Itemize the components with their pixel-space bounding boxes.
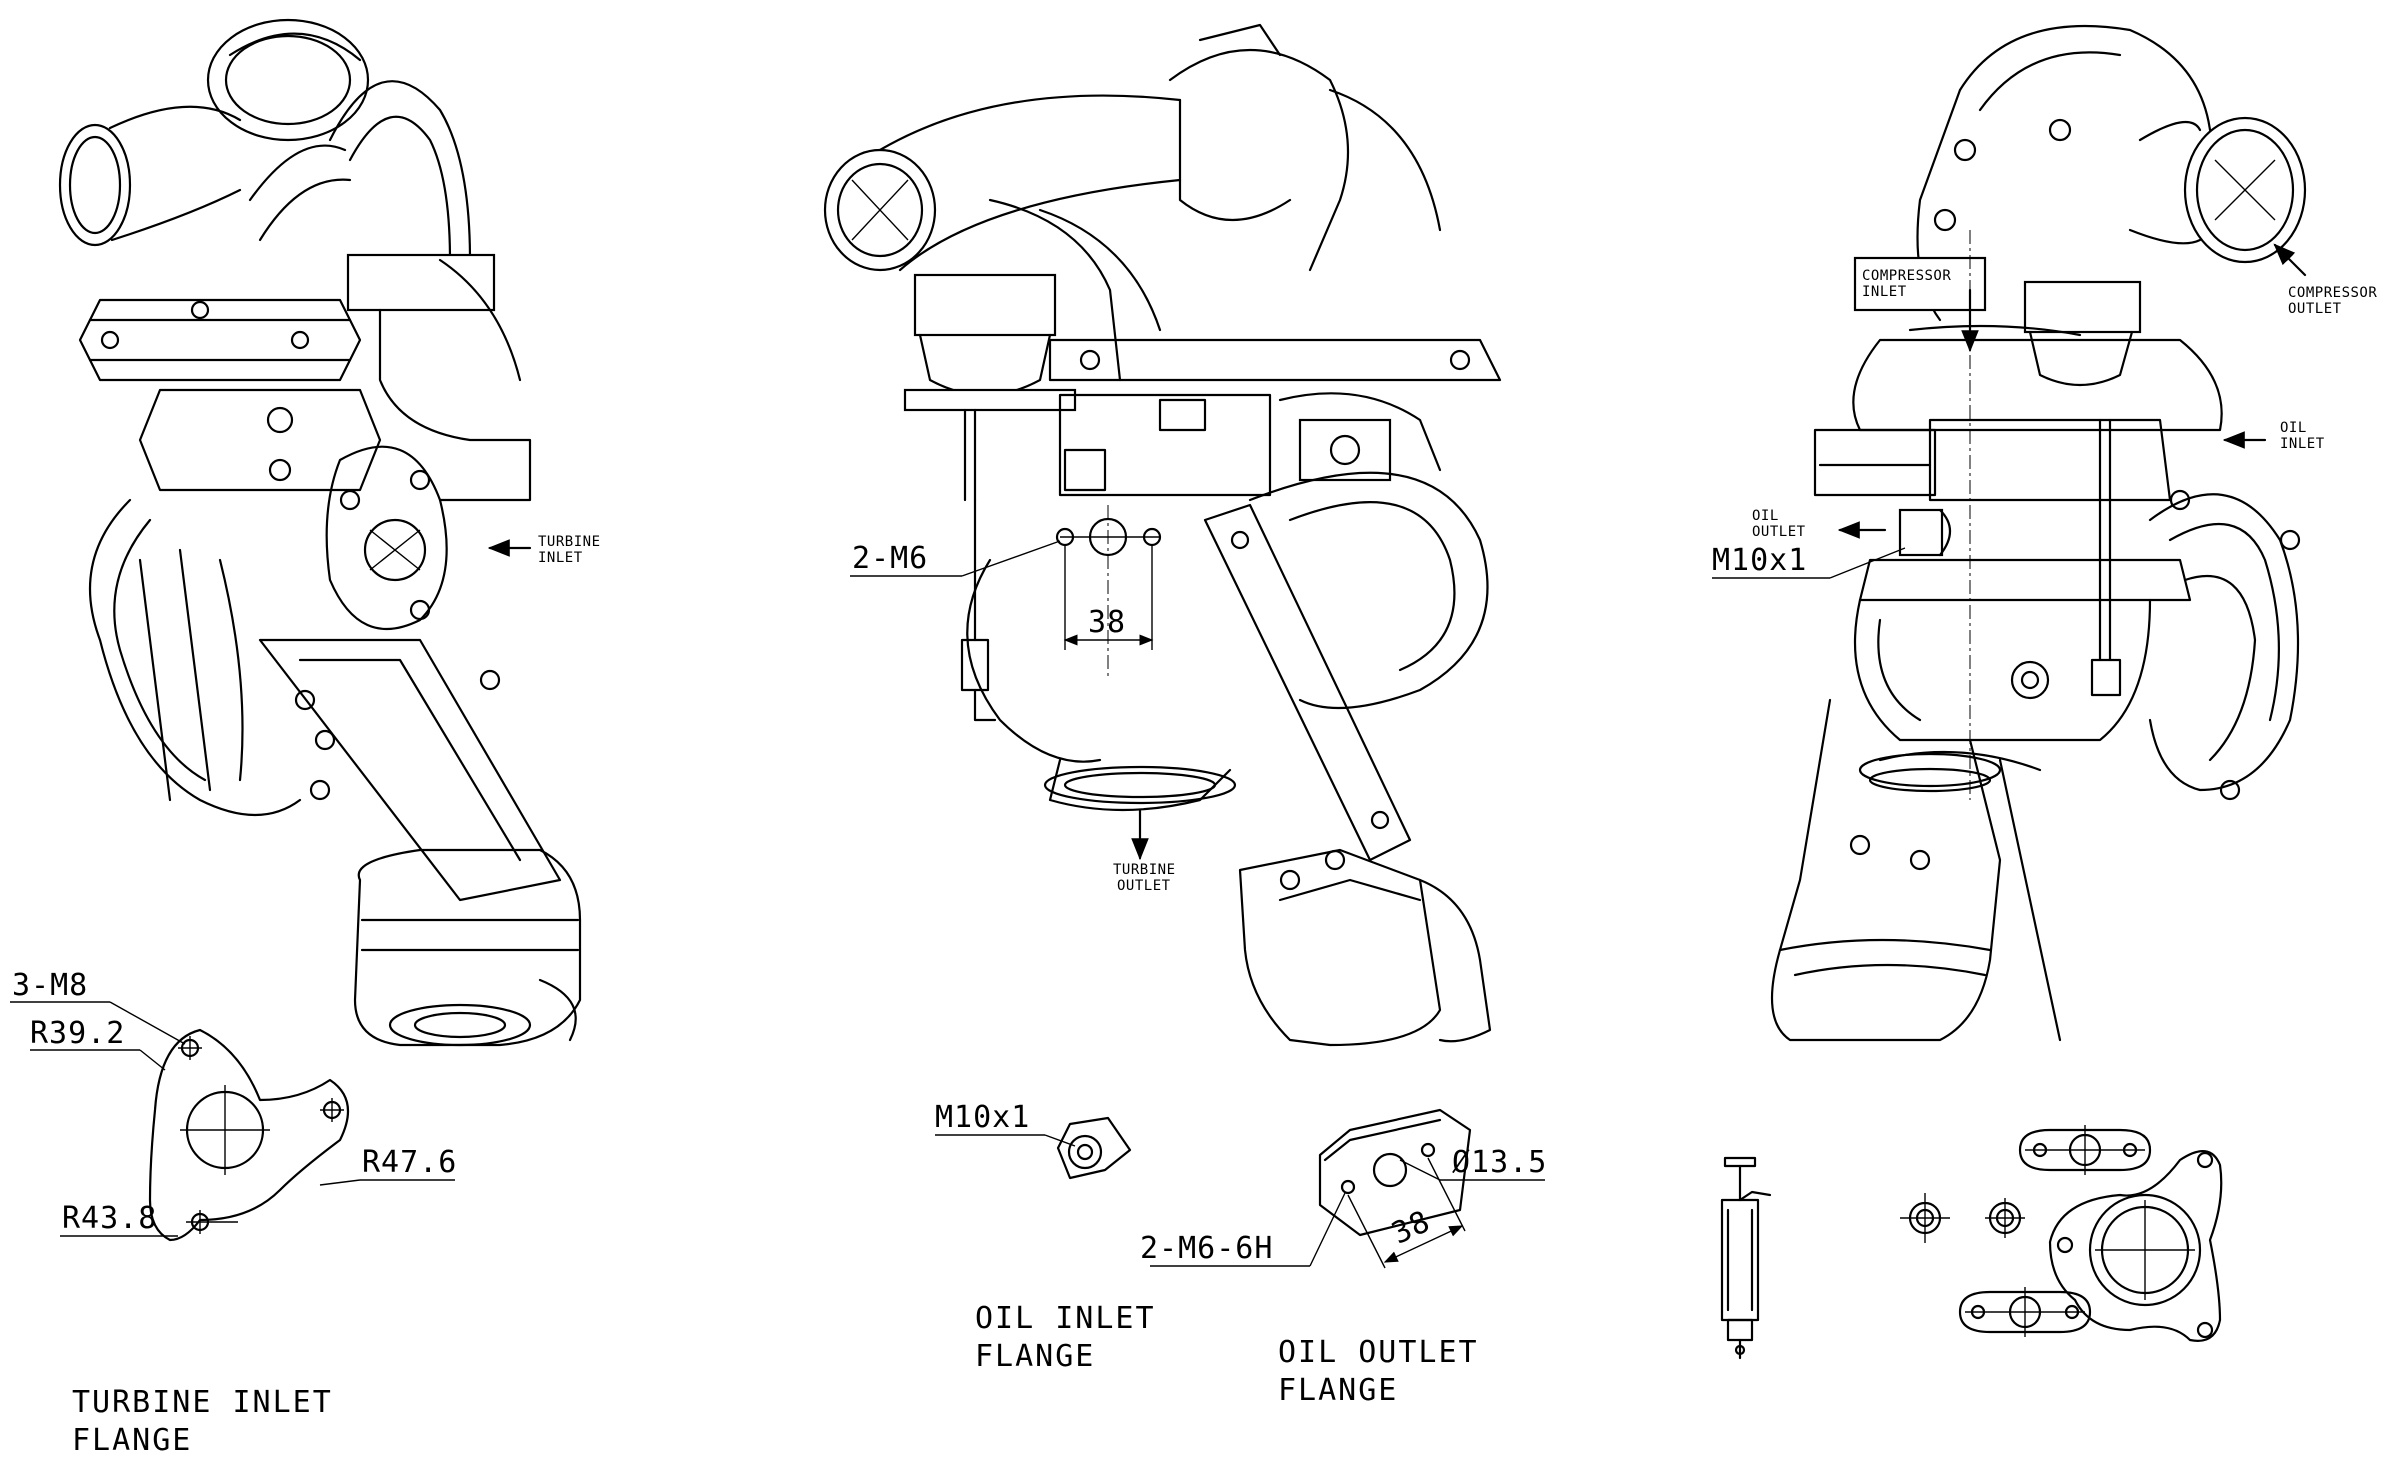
- turbine-inlet-flange-caption-2: FLANGE: [72, 1423, 192, 1458]
- flange-set-drawing: [1900, 1125, 2223, 1342]
- oil-outlet-flange-drawing: [1150, 1108, 1545, 1269]
- oil-inlet-label-2: INLET: [2280, 436, 2325, 452]
- center-spacing-38: 38: [1088, 605, 1126, 640]
- center-view-turbocharger: [823, 23, 1502, 1047]
- callout-right-m10x1: [1712, 547, 1906, 579]
- compressor-inlet-label-2: INLET: [1862, 284, 1907, 300]
- right-view-turbocharger: [1770, 24, 2307, 1042]
- oil-inlet-flange-caption-1: OIL INLET: [975, 1301, 1156, 1336]
- oil-outlet-thread: 2-M6-6H: [1140, 1231, 1273, 1266]
- compressor-outlet-label-2: OUTLET: [2288, 301, 2342, 317]
- center-thread-2-m6: 2-M6: [852, 541, 928, 576]
- oil-outlet-flange-caption-2: FLANGE: [1278, 1373, 1398, 1408]
- turbine-outlet-label-2: OUTLET: [1117, 878, 1171, 894]
- flange-radius-r39-2: R39.2: [30, 1016, 125, 1051]
- callout-center-2-m6: [850, 540, 1154, 650]
- compressor-inlet-label-1: COMPRESSOR: [1862, 268, 1951, 284]
- flange-radius-r43-8: R43.8: [62, 1201, 157, 1236]
- flange-thread-3-m8: 3-M8: [12, 968, 88, 1003]
- oil-outlet-spacing-38: 38: [1387, 1204, 1436, 1252]
- right-thread-m10x1: M10x1: [1712, 543, 1807, 578]
- oil-inlet-flange-caption-2: FLANGE: [975, 1339, 1095, 1374]
- compressor-outlet-label-1: COMPRESSOR: [2288, 285, 2377, 301]
- oil-outlet-label-2: OUTLET: [1752, 524, 1806, 540]
- oil-inlet-thread: M10x1: [935, 1100, 1030, 1135]
- flange-radius-r47-6: R47.6: [362, 1145, 457, 1180]
- turbine-outlet-label-1: TURBINE: [1113, 862, 1176, 878]
- oil-inlet-label-1: OIL: [2280, 420, 2307, 436]
- turbine-inlet-flange-caption-1: TURBINE INLET: [72, 1385, 333, 1420]
- turbine-inlet-flange-drawing: [10, 1001, 455, 1242]
- oil-outlet-flange-caption-1: OIL OUTLET: [1278, 1335, 1479, 1370]
- left-view-turbocharger: [58, 18, 582, 1047]
- oil-outlet-diameter: Ø13.5: [1452, 1145, 1547, 1180]
- callout-compressor-outlet: [2273, 243, 2307, 277]
- oil-outlet-label-1: OIL: [1752, 508, 1779, 524]
- oil-inlet-flange-drawing: [935, 1116, 1132, 1180]
- actuator-rod-drawing: [1720, 1156, 1772, 1360]
